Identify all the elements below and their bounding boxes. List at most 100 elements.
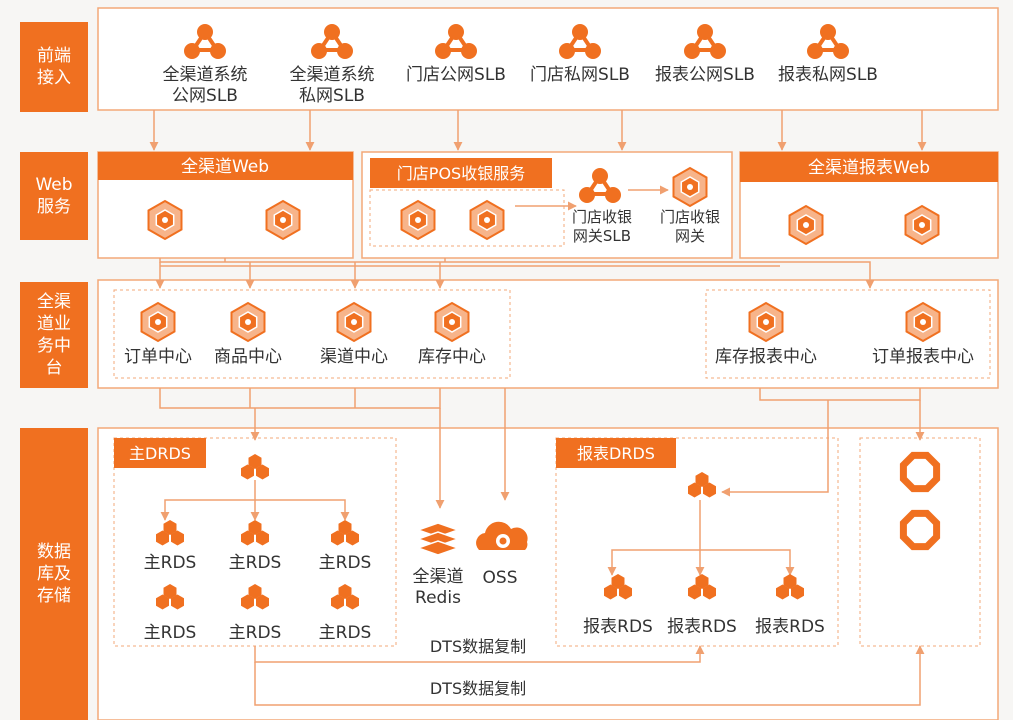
slb-icon	[435, 24, 477, 59]
main-rds-label: 主RDS	[319, 553, 372, 573]
main-rds-icon	[156, 520, 184, 546]
pos-services-dashed	[369, 189, 565, 247]
connector-line	[607, 500, 701, 576]
main-drds-icon	[241, 454, 269, 480]
layer-tab-label: 库及	[37, 564, 71, 584]
gateway-slb-label: 网关SLB	[573, 227, 631, 245]
slb-icon	[311, 24, 353, 59]
slb-label: 门店公网SLB	[406, 65, 506, 85]
layer-tab-label: 前端	[37, 46, 71, 66]
biz-service-label: 渠道中心	[320, 347, 388, 367]
dts-replication-arrow-1	[254, 645, 705, 663]
main-rds-icon	[156, 584, 184, 610]
biz-service-label: 订单中心	[124, 347, 192, 367]
slb-label: 门店私网SLB	[530, 65, 630, 85]
report-rds-icon	[688, 574, 716, 600]
main-rds-icon	[331, 520, 359, 546]
biz-service-icon	[336, 301, 372, 343]
layer-tab-label: 务中	[37, 336, 71, 356]
biz-service-label: 库存中心	[418, 347, 486, 367]
biz-report-service-label: 库存报表中心	[715, 347, 817, 367]
gateway-icon	[672, 166, 708, 208]
web-pos-titlebar	[370, 158, 552, 188]
gateway-slb-label: 门店收银	[572, 208, 632, 226]
main-rds-icon	[241, 584, 269, 610]
slb-label: 私网SLB	[299, 86, 365, 106]
web-service-icon	[400, 199, 436, 241]
fixed-labels: OSS DTS数据复制 DTS数据复制	[430, 568, 526, 698]
web-service-icon	[904, 204, 940, 246]
main-rds-icon	[331, 584, 359, 610]
biz-service-icon	[434, 301, 470, 343]
redis-label: Redis	[415, 588, 461, 608]
slb-icon	[184, 24, 226, 59]
connector-line	[255, 499, 350, 521]
connector-line	[700, 549, 795, 576]
slb-label: 全渠道系统	[163, 65, 248, 85]
report-drds-titlebar	[556, 438, 676, 468]
gateway-label: 网关	[675, 227, 705, 245]
storage-ring-icon	[899, 509, 941, 551]
front-layer-box	[97, 7, 999, 111]
web-omni-title: 全渠道Web	[181, 157, 269, 177]
web-service-icon	[469, 199, 505, 241]
layer-tab-front	[20, 22, 88, 112]
oss-icon	[476, 521, 528, 550]
redis-label: 全渠道	[413, 567, 464, 587]
biz-service-label: 商品中心	[214, 347, 282, 367]
layer-tab-data	[20, 428, 88, 720]
biz-report-service-icon	[748, 301, 784, 343]
layer-tab-label: 存储	[37, 586, 71, 606]
web-omni-titlebar	[98, 152, 353, 180]
biz-report-service-label: 订单报表中心	[872, 347, 974, 367]
web-pos-title: 门店POS收银服务	[397, 164, 525, 183]
main-drds-title: 主DRDS	[129, 444, 191, 463]
layer-tab-biz	[20, 282, 88, 388]
web-service-icon	[147, 199, 183, 241]
web-service-icon	[265, 199, 301, 241]
biz-services-dashed	[113, 289, 511, 379]
main-drds-titlebar	[114, 438, 206, 468]
layer-tab-label: Web	[35, 175, 72, 195]
main-rds-label: 主RDS	[229, 553, 282, 573]
biz-layer-box	[97, 279, 999, 389]
biz-to-report-drds-arrow	[721, 400, 829, 497]
main-rds-label: 主RDS	[144, 623, 197, 643]
report-rds-icon	[604, 574, 632, 600]
report-rds-icon	[776, 574, 804, 600]
report-drds-title: 报表DRDS	[577, 444, 655, 463]
layer-tab-label: 接入	[37, 68, 71, 88]
connector-line	[160, 480, 256, 521]
gateway-slb-icon	[579, 168, 621, 203]
dts-label-2: DTS数据复制	[430, 679, 526, 698]
web-report-title: 全渠道报表Web	[808, 158, 930, 178]
storage-ring-icon	[899, 451, 941, 493]
redis-icon	[415, 522, 461, 556]
main-rds-label: 主RDS	[319, 623, 372, 643]
report-drds-icon	[688, 472, 716, 498]
connector-line	[759, 388, 921, 401]
slb-label: 报表公网SLB	[655, 65, 755, 85]
layer-tab-label: 服务	[37, 197, 71, 217]
gateway-label: 门店收银	[660, 208, 720, 226]
data-layer-box	[97, 427, 999, 720]
biz-service-icon	[230, 301, 266, 343]
slb-label: 全渠道系统	[290, 65, 375, 85]
slb-icon	[684, 24, 726, 59]
web-service-icon	[788, 204, 824, 246]
dts-label-1: DTS数据复制	[430, 637, 526, 656]
layer-tab-label: 道业	[37, 314, 71, 334]
main-rds-label: 主RDS	[229, 623, 282, 643]
slb-icon	[559, 24, 601, 59]
slb-label: 公网SLB	[172, 86, 238, 106]
connector-line	[159, 388, 441, 409]
layer-tab-label: 数据	[37, 542, 71, 562]
layer-tab-label: 台	[46, 358, 63, 378]
oss-label: OSS	[483, 568, 518, 588]
report-rds-label: 报表RDS	[667, 617, 737, 637]
title-bars: 全渠道Web 门店POS收银服务 全渠道报表Web 主DRDS 报表DRDS	[98, 152, 998, 468]
biz-service-icon	[140, 301, 176, 343]
report-rds-label: 报表RDS	[755, 617, 825, 637]
